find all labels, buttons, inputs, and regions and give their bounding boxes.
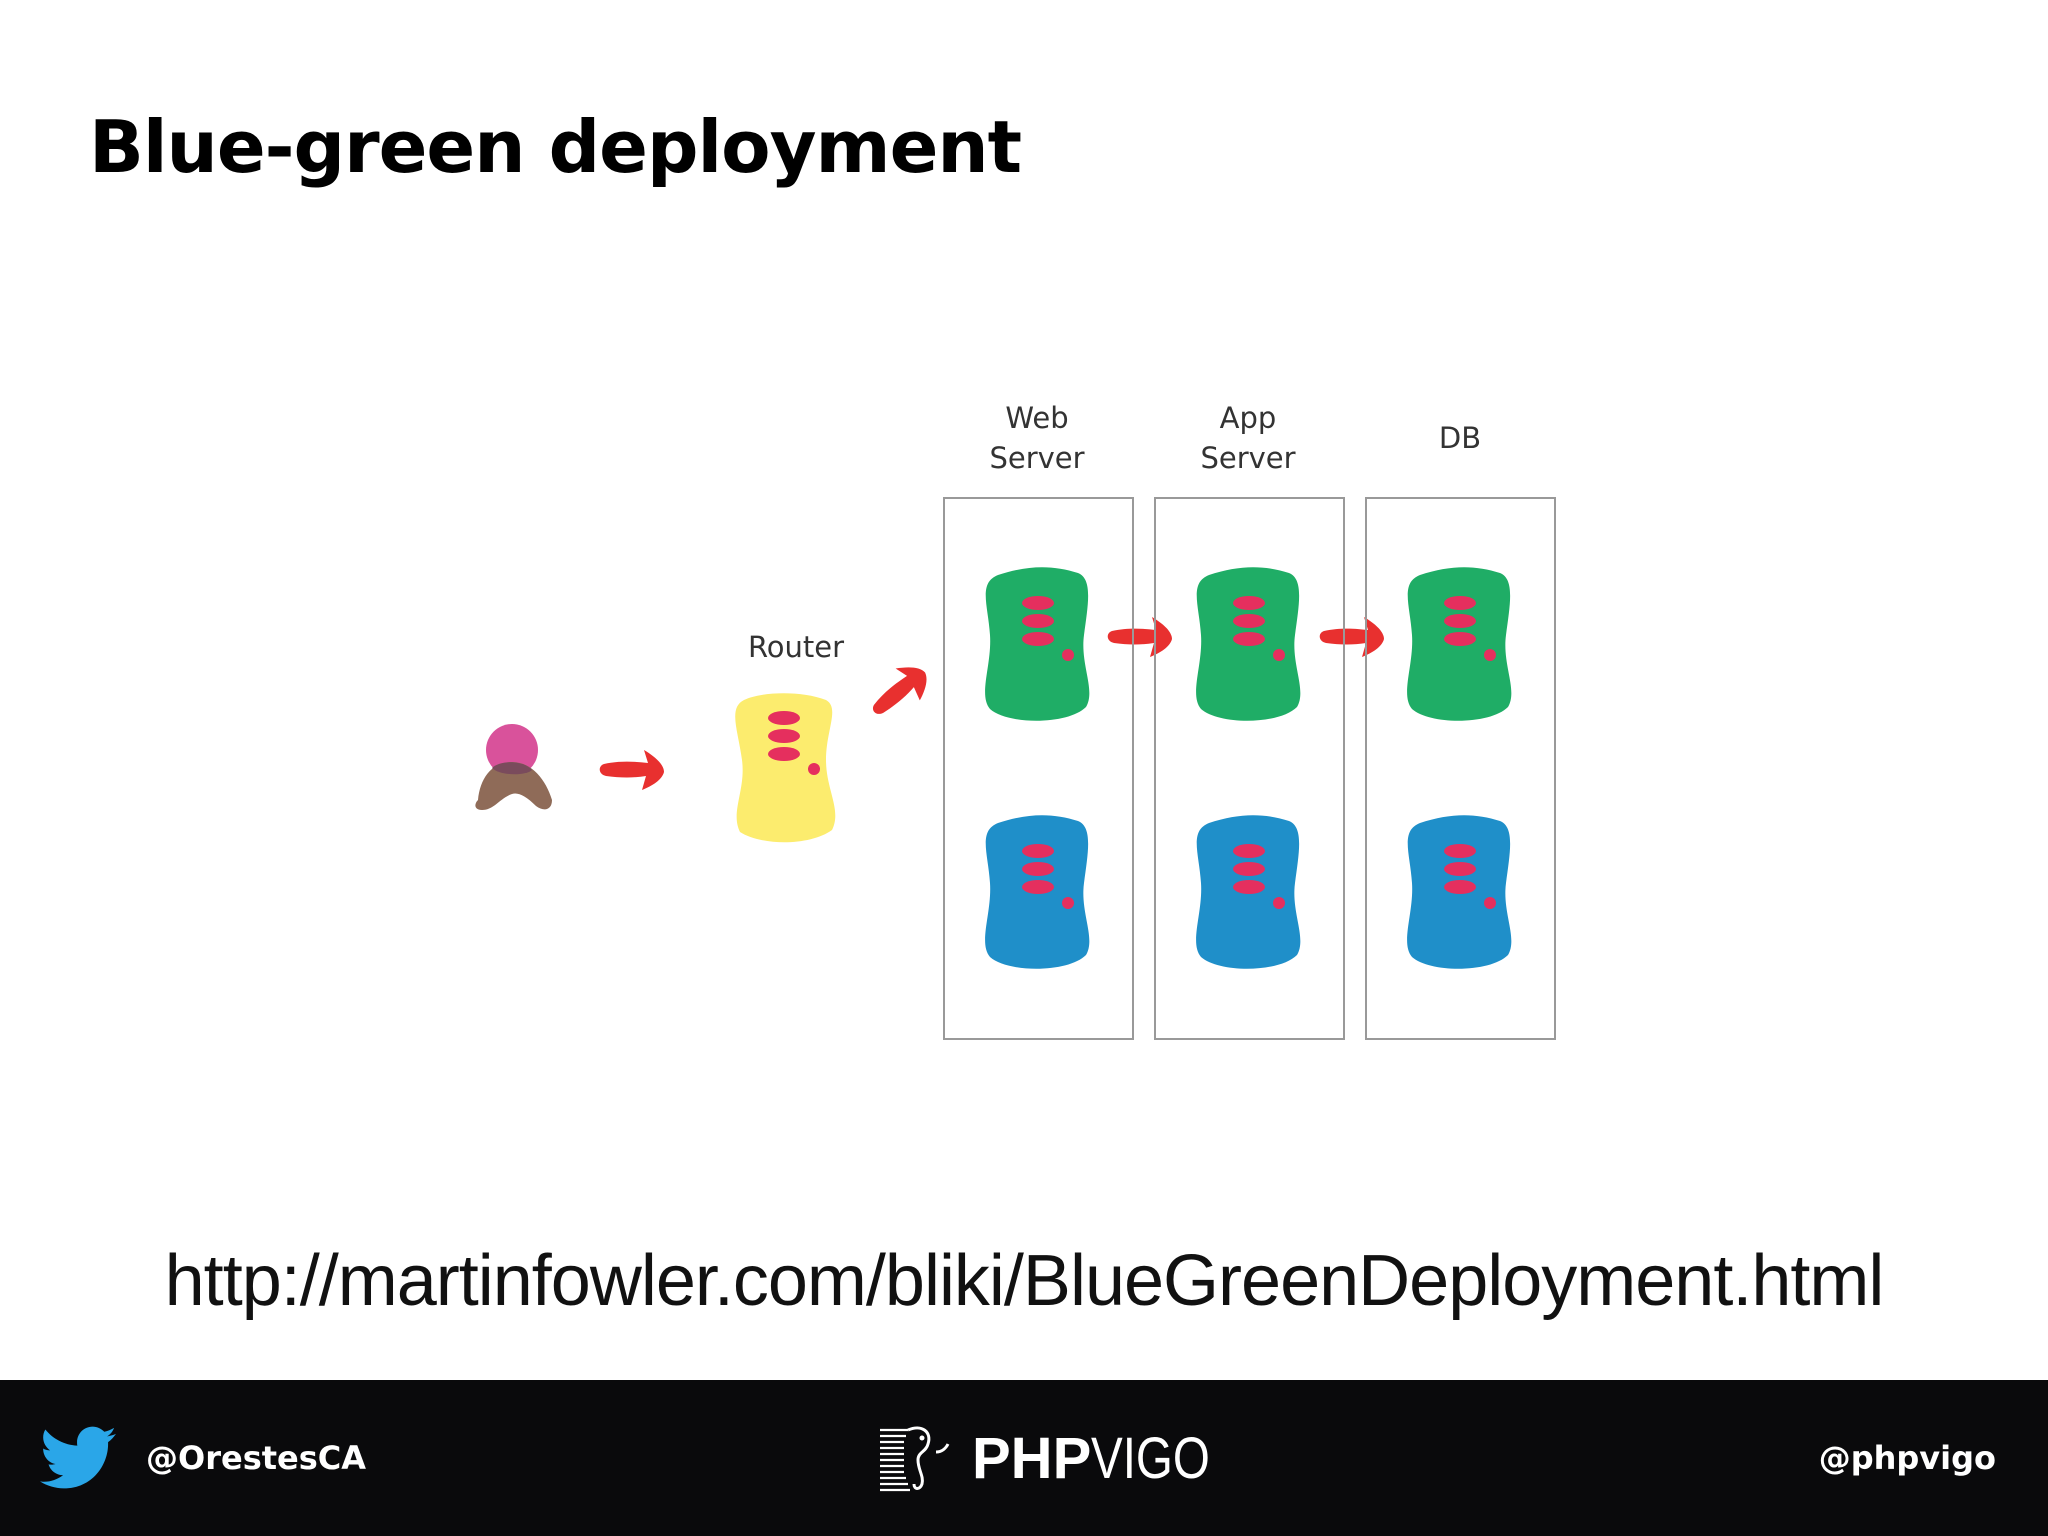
arrow-user-to-router: [599, 750, 664, 790]
twitter-handle-right: @phpvigo: [1818, 1439, 1996, 1477]
web-server-green: [985, 567, 1090, 721]
arrow-router-to-web: [861, 655, 937, 728]
deployment-diagram: Router Web Server App Server DB: [475, 401, 1556, 1040]
user-icon: [475, 724, 552, 810]
db-label: DB: [1439, 421, 1481, 455]
web-server-label-line2: Server: [989, 441, 1084, 475]
app-server-label-line1: App: [1220, 401, 1277, 435]
source-url: http://martinfowler.com/bliki/BlueGreenD…: [164, 1241, 1885, 1321]
db-column: [1365, 497, 1556, 1040]
arrow-web-to-app: [1107, 617, 1172, 657]
arrow-app-to-db: [1319, 617, 1384, 657]
web-server-column: [943, 497, 1134, 1040]
app-server-label-line2: Server: [1200, 441, 1295, 475]
twitter-handle-left: @OrestesCA: [146, 1439, 367, 1477]
db-green: [1407, 567, 1512, 721]
app-server-green: [1196, 567, 1301, 721]
app-server-column: [1154, 497, 1345, 1040]
phpvigo-logo: PHP VIGO: [878, 1422, 1236, 1494]
logo-text-php: PHP: [972, 1425, 1092, 1491]
web-server-blue: [985, 815, 1090, 969]
slide-title: Blue-green deployment: [89, 105, 1022, 189]
router-label: Router: [748, 630, 844, 664]
db-blue: [1407, 815, 1512, 969]
router-node: [735, 693, 836, 843]
web-server-label-line1: Web: [1005, 401, 1068, 435]
footer-bar: @OrestesCA PHP VIGO @phpvigo: [0, 1380, 2048, 1536]
twitter-bird-icon: [40, 1426, 116, 1489]
logo-text-vigo: VIGO: [1091, 1425, 1211, 1491]
elephant-logo-icon: [880, 1426, 950, 1492]
app-server-blue: [1196, 815, 1301, 969]
